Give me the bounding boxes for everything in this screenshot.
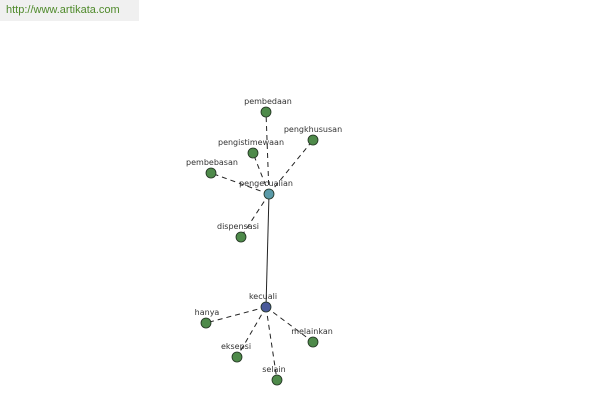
- edge-pengecualian-pengkhususan: [268, 139, 314, 195]
- node-melainkan[interactable]: [307, 336, 319, 348]
- edge-kecuali-hanya: [205, 306, 267, 324]
- node-pembedaan[interactable]: [260, 106, 272, 118]
- label-pengistimewaan[interactable]: pengistimewaan: [218, 138, 284, 147]
- label-kecuali[interactable]: kecuali: [249, 292, 277, 301]
- node-kecuali[interactable]: [260, 301, 272, 313]
- node-pengistimewaan[interactable]: [247, 147, 259, 159]
- node-selain[interactable]: [271, 374, 283, 386]
- node-pembebasan[interactable]: [205, 167, 217, 179]
- node-pengecualian[interactable]: [263, 188, 275, 200]
- edge-kecuali-melainkan: [265, 306, 314, 343]
- label-eksepsi[interactable]: eksepsi: [221, 342, 251, 351]
- edges-layer: [205, 111, 314, 381]
- label-pengecualian[interactable]: pengecualian: [239, 179, 293, 188]
- label-pengkhususan[interactable]: pengkhususan: [284, 125, 342, 134]
- edge-kecuali-eksepsi: [236, 306, 267, 358]
- edge-pengecualian-pembedaan: [265, 111, 270, 195]
- label-pembedaan[interactable]: pembedaan: [244, 97, 292, 106]
- site-url-banner[interactable]: http://www.artikata.com: [0, 0, 139, 21]
- node-pengkhususan[interactable]: [307, 134, 319, 146]
- edge-pengecualian-pengistimewaan: [252, 152, 270, 195]
- node-dispensasi[interactable]: [235, 231, 247, 243]
- edge-kecuali-selain: [265, 306, 278, 381]
- label-dispensasi[interactable]: dispensasi: [217, 222, 259, 231]
- edge-pengecualian-pembebasan: [210, 172, 270, 195]
- label-selain[interactable]: selain: [262, 365, 286, 374]
- label-melainkan[interactable]: melainkan: [291, 327, 333, 336]
- node-hanya[interactable]: [200, 317, 212, 329]
- nodes-layer: [200, 106, 319, 386]
- label-hanya[interactable]: hanya: [195, 308, 220, 317]
- labels-layer: kecuali pengecualian pembedaan pengkhususan…: [186, 97, 342, 374]
- edge-kecuali-pengecualian: [265, 193, 270, 308]
- label-pembebasan[interactable]: pembebasan: [186, 158, 238, 167]
- site-url-link[interactable]: http://www.artikata.com: [6, 4, 120, 16]
- node-eksepsi[interactable]: [231, 351, 243, 363]
